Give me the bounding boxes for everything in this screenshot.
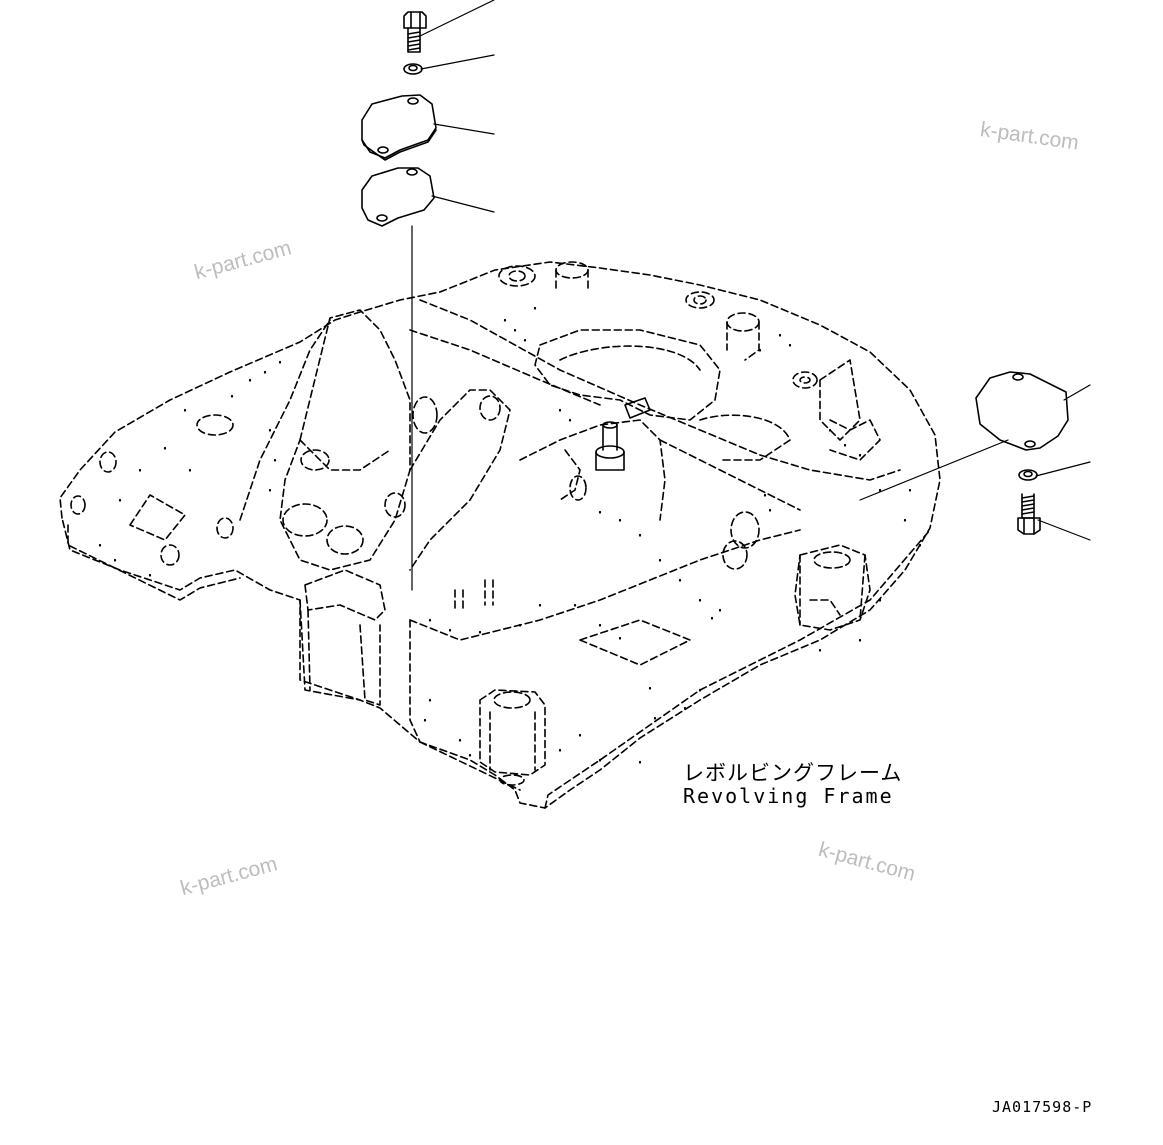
bolt-top — [403, 11, 427, 53]
washer-top — [403, 63, 423, 75]
leader-lines — [411, 0, 1091, 591]
revolving-frame-label-en: Revolving Frame — [683, 784, 894, 808]
cover-plate-right — [975, 371, 1069, 451]
bolt-right — [1017, 493, 1041, 535]
cover-plate-top — [361, 94, 437, 161]
washer-right — [1018, 469, 1038, 481]
revolving-frame-label-jp: レボルビングフレーム — [683, 761, 903, 785]
gasket-top — [361, 167, 435, 227]
center-post — [595, 397, 651, 471]
figure-id: JA017598-P — [992, 1098, 1093, 1116]
revolving-frame — [59, 261, 941, 809]
mounting-holes — [98, 306, 922, 764]
